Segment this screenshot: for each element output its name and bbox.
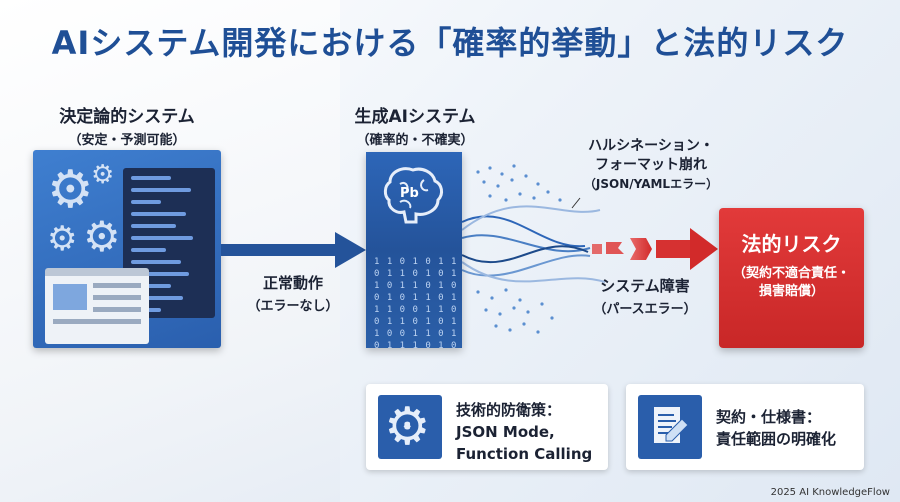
legal-risk-title: 法的リスク — [741, 232, 842, 256]
normal-operation-subtitle: （エラーなし） — [247, 299, 339, 314]
deterministic-label: 決定論的システム （安定・予測可能） — [33, 102, 221, 148]
gear-icon: ⚙ — [47, 160, 94, 220]
normal-operation-label: 正常動作 （エラーなし） — [228, 272, 358, 314]
binary-stream: 1 1 0 1 0 1 1 0 1 1 0 1 0 1 1 0 1 1 0 1 … — [374, 257, 458, 348]
card-contract-line2: 責任範囲の明確化 — [716, 430, 837, 448]
legal-risk-box: 法的リスク （契約不適合責任・ 損害賠償） — [719, 208, 864, 348]
normal-arrow-shaft — [221, 244, 339, 256]
card-technical-defense: ⚙ {} 技術的防衛策： JSON Mode, Function Calling — [366, 384, 608, 470]
footer-credit: 2025 AI KnowledgeFlow — [770, 487, 890, 498]
hallucination-line2: フォーマット崩れ — [595, 157, 707, 173]
hallucination-line3: （JSON/YAMLエラー） — [583, 177, 719, 191]
broken-arrow-piece — [592, 244, 602, 254]
generative-title: 生成AIシステム — [354, 107, 476, 127]
broken-arrow-piece — [630, 238, 652, 260]
brain-label: Pb — [400, 186, 419, 201]
risk-arrow-head — [690, 228, 718, 270]
broken-arrow-piece — [606, 242, 624, 254]
browser-window-icon — [45, 268, 149, 344]
generative-panel: Pb 1 1 0 1 0 1 1 0 1 1 0 1 0 1 1 0 1 1 0… — [366, 152, 462, 348]
gear-code-icon: ⚙ {} — [378, 395, 442, 459]
hallucination-label: ハルシネーション・ フォーマット崩れ （JSON/YAMLエラー） — [556, 137, 746, 194]
risk-arrow-shaft — [656, 240, 696, 258]
generative-label: 生成AIシステム （確率的・不確実） — [350, 102, 480, 148]
system-failure-label: システム障害 （パースエラー） — [580, 275, 710, 317]
card-tech-line1: 技術的防衛策： — [456, 401, 562, 419]
legal-risk-line1: （契約不適合責任・ — [732, 266, 850, 281]
deterministic-subtitle: （安定・予測可能） — [68, 133, 186, 148]
system-failure-subtitle: （パースエラー） — [593, 302, 697, 317]
brain-icon — [383, 167, 444, 224]
card-contract: 契約・仕様書： 責任範囲の明確化 — [626, 384, 864, 470]
deterministic-title: 決定論的システム — [59, 107, 195, 127]
page-title: AIシステム開発における「確率的挙動」と法的リスク — [51, 24, 849, 62]
normal-operation-title: 正常動作 — [262, 274, 323, 292]
normal-arrow-head — [335, 232, 366, 268]
document-pen-icon — [638, 395, 702, 459]
gear-icon: ⚙ — [91, 160, 115, 190]
system-failure-title: システム障害 — [600, 277, 690, 295]
deterministic-panel: ⚙ ⚙ ⚙ ⚙ — [33, 150, 221, 348]
gear-icon: ⚙ — [47, 219, 78, 259]
gear-icon: ⚙ — [83, 212, 121, 261]
scatter-dots — [476, 164, 562, 334]
card-tech-line3: Function Calling — [456, 445, 593, 463]
hallucination-line1: ハルシネーション・ — [588, 138, 714, 154]
uncertainty-waves — [461, 205, 606, 283]
card-tech-line2: JSON Mode, — [456, 423, 555, 441]
card-contract-line1: 契約・仕様書： — [716, 408, 822, 426]
legal-risk-line2: 損害賠償） — [758, 284, 824, 299]
generative-subtitle: （確率的・不確実） — [356, 133, 474, 148]
